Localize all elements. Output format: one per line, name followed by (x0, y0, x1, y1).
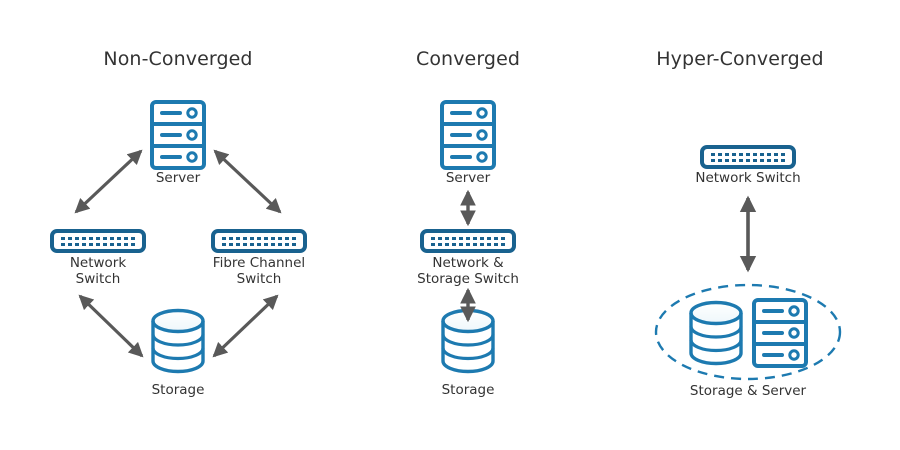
column-group-converged (420, 100, 516, 374)
label-converged-storage: Storage (441, 382, 495, 398)
label-hyper-storage-and-server: Storage & Server (689, 383, 807, 399)
arrow-storage-to-fibre-channel-switch (212, 294, 279, 358)
server-rack-icon[interactable] (752, 298, 808, 368)
label-non-converged-network-switch: Network Switch (69, 255, 127, 287)
label-converged-network-storage-switch: Network & Storage Switch (417, 255, 519, 287)
storage-cylinder-icon[interactable] (689, 300, 743, 366)
fibre-channel-switch-icon[interactable] (211, 229, 307, 253)
network-switch-icon[interactable] (50, 229, 146, 253)
column-title-converged: Converged (415, 48, 521, 70)
network-switch-icon[interactable] (700, 145, 796, 169)
column-group-non-converged (50, 100, 307, 374)
column-title-hyper-converged: Hyper-Converged (656, 48, 824, 70)
label-hyper-network-switch: Network Switch (695, 170, 801, 186)
arrow-network-switch-to-storage (78, 294, 144, 358)
label-non-converged-storage: Storage (151, 382, 205, 398)
arrow-server-to-fibre-channel-switch (213, 149, 282, 214)
label-non-converged-fibre-channel-switch: Fibre Channel Switch (212, 255, 306, 287)
label-converged-server: Server (445, 170, 491, 186)
storage-cylinder-icon[interactable] (151, 308, 205, 374)
server-rack-icon[interactable] (440, 100, 496, 170)
arrow-network-switch-to-server (74, 149, 143, 214)
column-group-hyper-converged (654, 145, 842, 381)
label-non-converged-server: Server (155, 170, 201, 186)
network-and-storage-switch-icon[interactable] (420, 229, 516, 253)
column-title-non-converged: Non-Converged (103, 48, 253, 70)
dashed-ellipse-group (654, 283, 842, 381)
server-rack-icon[interactable] (150, 100, 206, 170)
